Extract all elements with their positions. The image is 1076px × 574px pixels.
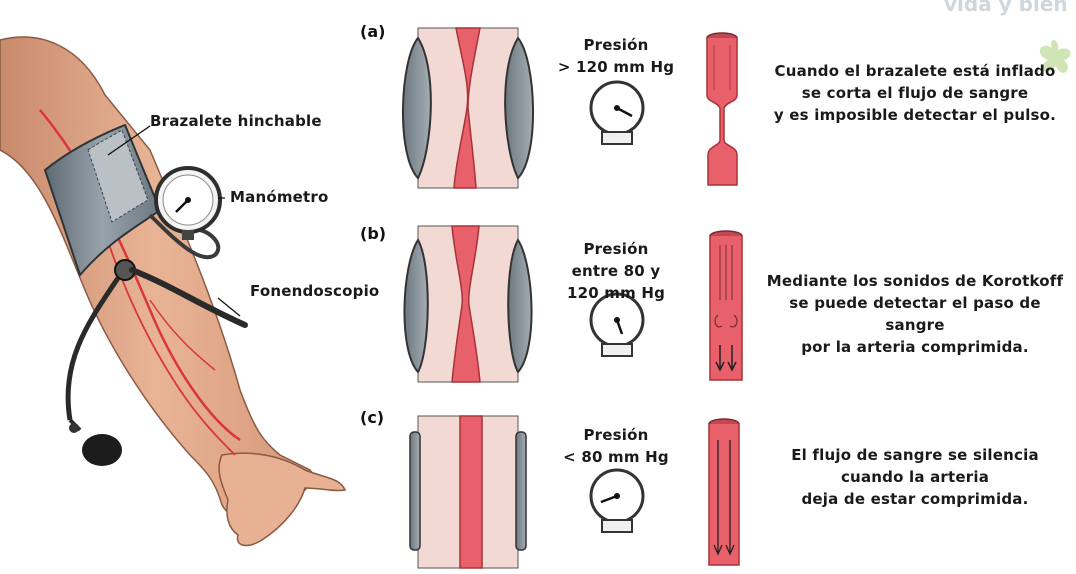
gauge-label: Manómetro	[230, 186, 329, 208]
description-line: cuando la arteria	[760, 466, 1070, 488]
description-line: Mediante los sonidos de Korotkoff	[760, 270, 1070, 292]
pressure-line: Presión	[531, 424, 701, 446]
panel-a-letter: (a)	[360, 22, 385, 41]
panel-c-pressure: Presión < 80 mm Hg	[531, 424, 701, 468]
watermark: vida y bien	[944, 0, 1068, 16]
description-line: El flujo de sangre se silencia	[760, 444, 1070, 466]
stethoscope-label: Fonendoscopio	[250, 280, 379, 302]
pressure-line: Presión	[531, 238, 701, 260]
panel-a-pressure: Presión > 120 mm Hg	[531, 34, 701, 78]
pressure-line: 120 mm Hg	[531, 282, 701, 304]
panel-a-gauge	[591, 82, 643, 144]
panel-c-artery-tube	[709, 419, 739, 565]
panel-b-description: Mediante los sonidos de Korotkoff se pue…	[760, 270, 1070, 358]
panel-b-letter: (b)	[360, 224, 386, 243]
description-line: Cuando el brazalete está inflado	[760, 60, 1070, 82]
panel-b-pressure: Presión entre 80 y 120 mm Hg	[531, 238, 701, 304]
description-line: y es imposible detectar el pulso.	[760, 104, 1070, 126]
hand	[219, 453, 345, 545]
panel-a-description: Cuando el brazalete está inflado se cort…	[760, 60, 1070, 126]
panel-c-letter: (c)	[360, 408, 384, 427]
panel-c-cross-section	[410, 416, 526, 568]
description-line: se corta el flujo de sangre	[760, 82, 1070, 104]
description-line: se puede detectar el paso de sangre	[760, 292, 1070, 336]
description-line: deja de estar comprimida.	[760, 488, 1070, 510]
panel-c-description: El flujo de sangre se silencia cuando la…	[760, 444, 1070, 510]
cuff-label: Brazalete hinchable	[150, 110, 322, 132]
pressure-line: < 80 mm Hg	[531, 446, 701, 468]
pressure-line: entre 80 y	[531, 260, 701, 282]
panel-b-cross-section	[404, 226, 531, 382]
panel-b-artery-tube	[710, 231, 742, 380]
panel-a-cross-section	[403, 28, 533, 188]
pressure-line: Presión	[531, 34, 701, 56]
inflation-bulb	[69, 420, 122, 466]
description-line: por la arteria comprimida.	[760, 336, 1070, 358]
panel-c-gauge	[591, 470, 643, 532]
pressure-line: > 120 mm Hg	[531, 56, 701, 78]
panel-a-artery-tube	[707, 33, 737, 185]
